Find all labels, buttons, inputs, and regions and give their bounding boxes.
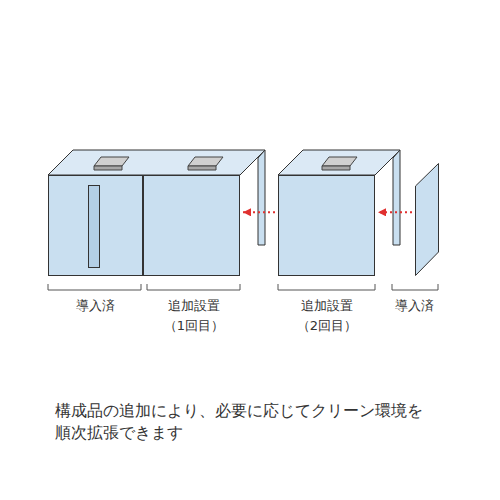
caption: 構成品の追加により、必要に応じてクリーン環境を 順次拡張できます (55, 400, 475, 444)
unit-front-face (279, 176, 375, 276)
filter-unit (322, 166, 350, 170)
bracket (278, 284, 375, 290)
added-unit: 追加設置 （1回目） (143, 175, 240, 276)
added-unit: 追加設置 （2回目） (278, 175, 375, 276)
unit-outline (143, 175, 240, 276)
panel-shape (416, 164, 439, 276)
unit-outline (48, 175, 143, 276)
open-frame (393, 150, 400, 245)
unit-label: 追加設置 （2回目） (282, 296, 372, 335)
filter-unit (94, 157, 129, 166)
unit-outline (278, 175, 375, 276)
unit-top-face (48, 150, 265, 175)
unit-label: 導入済 (50, 296, 140, 316)
bracket (147, 284, 240, 290)
installed-unit: 導入済 (48, 175, 143, 276)
red-dotted-arrow (378, 211, 412, 213)
unit-label: 追加設置 （1回目） (149, 296, 239, 335)
filter-unit (94, 166, 122, 170)
bracket (48, 284, 141, 290)
filter-unit (188, 157, 223, 166)
unit-front-face (49, 176, 143, 276)
open-frame (258, 150, 265, 245)
red-dotted-arrow (243, 211, 275, 213)
unit-outline (415, 163, 439, 276)
filter-unit (188, 166, 216, 170)
installed-panel: 導入済 (415, 163, 439, 276)
unit-front-face (144, 176, 240, 276)
filter-unit (322, 157, 357, 166)
unit-label: 導入済 (384, 296, 444, 316)
bracket (392, 284, 438, 290)
door-strip (89, 186, 100, 268)
unit-top-face (278, 150, 400, 175)
